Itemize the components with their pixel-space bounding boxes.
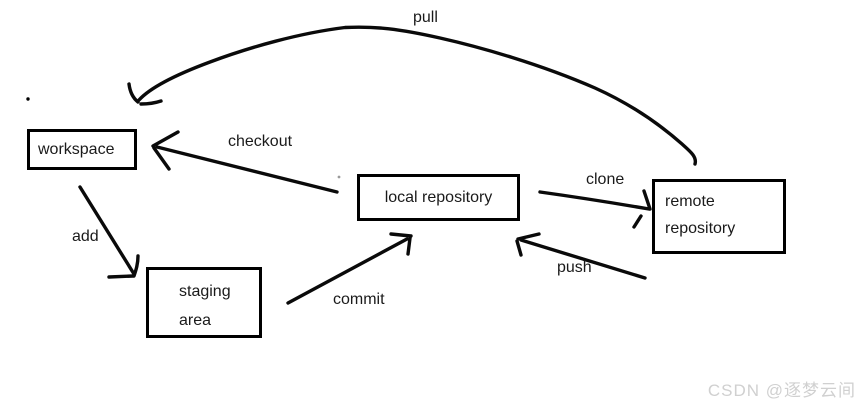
pull-arrow <box>127 25 698 166</box>
staging-area-label-line1: staging <box>179 283 231 300</box>
checkout-arrow <box>151 130 339 194</box>
add-arrow <box>78 185 140 279</box>
commit-arrowhead <box>406 236 412 256</box>
add-label: add <box>72 228 99 245</box>
remote-repository-label-line1: remote <box>665 193 715 210</box>
push-arrow <box>515 232 647 280</box>
add-arrowhead <box>107 274 135 279</box>
checkout-arrow-shaft <box>155 145 339 194</box>
workspace-box: workspace <box>27 129 137 170</box>
clone-arrowhead <box>642 189 652 211</box>
commit-arrow <box>286 232 413 305</box>
pull-arrowhead <box>127 82 140 104</box>
local-repository-box: local repository <box>357 174 520 221</box>
add-arrowhead <box>132 254 140 278</box>
clone-arrow-shaft <box>538 190 651 211</box>
pull-arrowhead <box>139 99 163 106</box>
clone-arrow <box>538 189 652 229</box>
clone-arrowhead <box>632 214 643 229</box>
checkout-arrowhead <box>152 146 171 171</box>
remote-repository-box: remote repository <box>652 179 786 254</box>
push-arrowhead <box>515 239 523 257</box>
staging-area-label-line2: area <box>179 312 212 329</box>
stray-dot <box>26 97 30 101</box>
workspace-label: workspace <box>38 140 115 158</box>
remote-repository-label-line2: repository <box>665 220 736 237</box>
local-repository-label: local repository <box>384 188 493 206</box>
csdn-watermark: CSDN @逐梦云间 <box>707 381 856 400</box>
commit-arrowhead <box>389 232 413 238</box>
checkout-arrowhead <box>151 130 180 148</box>
clone-label: clone <box>586 171 625 188</box>
checkout-label: checkout <box>228 133 293 150</box>
push-label: push <box>557 259 592 276</box>
commit-arrow-shaft <box>286 237 409 305</box>
pull-arrow-curve <box>137 25 698 166</box>
commit-label: commit <box>333 291 385 308</box>
add-arrow-shaft <box>78 185 136 276</box>
staging-area-box: staging area <box>146 267 262 338</box>
stray-dot <box>337 175 341 179</box>
push-arrowhead <box>516 232 541 241</box>
pull-label: pull <box>413 9 438 26</box>
push-arrow-shaft <box>519 238 647 280</box>
